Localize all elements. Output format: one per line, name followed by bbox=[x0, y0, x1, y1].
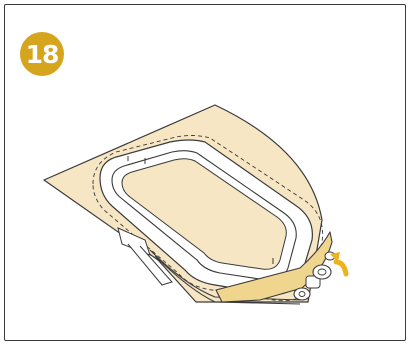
curved-arrow-icon bbox=[330, 252, 346, 274]
